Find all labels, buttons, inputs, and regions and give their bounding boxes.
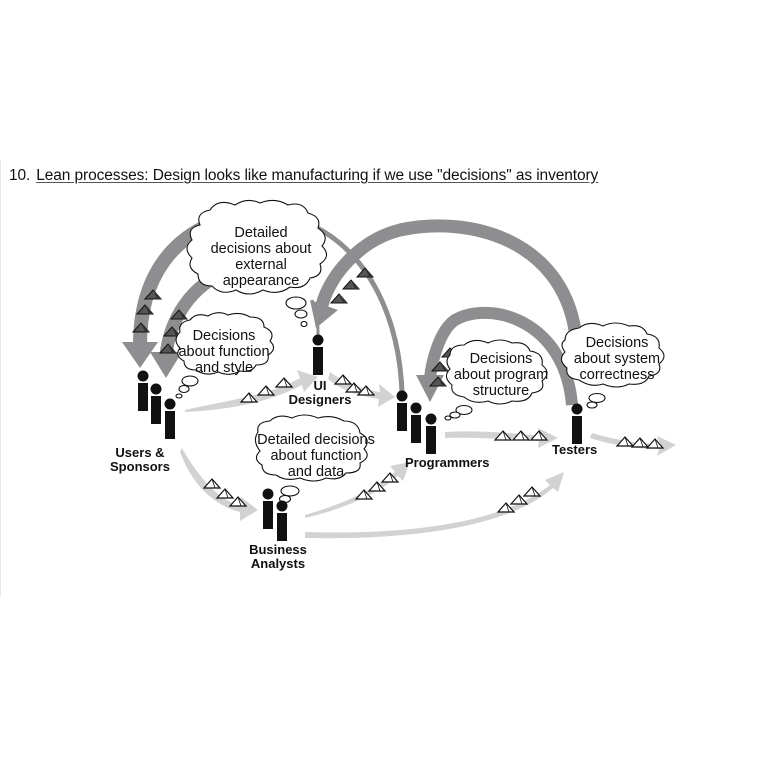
person-icon [137,370,149,411]
person-icon [396,390,408,431]
slide-title: 10. Lean processes: Design looks like man… [9,167,598,185]
forward-arrow-ba-to-programmers [305,462,410,518]
forward-arrow-ui-to-programmers [328,372,395,407]
role-line: Designers [288,392,352,407]
feedback-line-ui [310,299,320,336]
role-label-programmers: Programmers [405,455,490,470]
cloud-line: about program [453,367,549,383]
light-inventory-programmers-testers [494,430,548,441]
role-line: Users & [115,445,165,460]
cloud-line: about system [573,351,661,367]
cloud-external-appearance [186,199,328,328]
cloud-line: about function [178,344,270,360]
person-icon [571,403,583,444]
slide-title-text: Lean processes: Design looks like manufa… [36,167,599,184]
cloud-text-system-correctness: Decisions about system correctness [562,335,672,383]
cloud-line: appearance [222,273,300,289]
feedback-arrow-testers-to-ui [310,219,582,332]
cloud-line: decisions about [210,241,312,257]
slide-number: 10. [9,167,31,184]
person-icon [312,334,324,375]
cloud-system-correctness [560,322,665,409]
person-tester [571,403,583,444]
cloud-text-function-data: Detailed decisions about function and da… [248,432,384,480]
role-line: Analysts [250,556,306,571]
forward-arrow-testers-out [590,433,676,456]
cloud-line: Detailed [234,225,288,241]
person-ui-designer [312,334,324,375]
cloud-line: structure [472,383,530,399]
cloud-line: Detailed decisions [257,432,375,448]
cloud-line: correctness [579,367,655,383]
role-line: UI [313,378,327,393]
cloud-line: about function [270,448,362,464]
person-group-users [137,370,176,439]
role-line: Sponsors [110,459,170,474]
cloud-text-program-structure: Decisions about program structure [448,351,554,399]
role-line: Business [249,542,307,557]
forward-arrow-users-to-ba [180,448,258,521]
person-icon [425,413,437,454]
cloud-text-external-appearance: Detailed decisions about external appear… [196,225,326,289]
person-icon [410,402,422,443]
light-inventory-testers-out [616,436,664,449]
role-label-users-sponsors: Users & Sponsors [100,446,180,474]
cloud-program-structure [444,339,548,421]
cloud-line: and style [194,360,254,376]
cloud-line: Decisions [192,328,256,344]
cloud-line: Decisions [469,351,533,367]
person-icon [150,383,162,424]
person-icon [262,488,274,529]
cloud-function-style [175,312,275,399]
cloud-text-function-style: Decisions about function and style [172,328,276,376]
person-icon [276,500,288,541]
role-label-testers: Testers [552,442,598,457]
cloud-line: external [235,257,287,273]
cloud-line: and data [287,464,345,480]
cloud-line: Decisions [585,335,649,351]
forward-arrow-users-to-ui [185,370,318,412]
person-icon [164,398,176,439]
role-label-ui-designers: UI Designers [280,379,360,407]
role-label-business-analysts: Business Analysts [238,543,318,571]
cloud-function-data [254,414,368,504]
